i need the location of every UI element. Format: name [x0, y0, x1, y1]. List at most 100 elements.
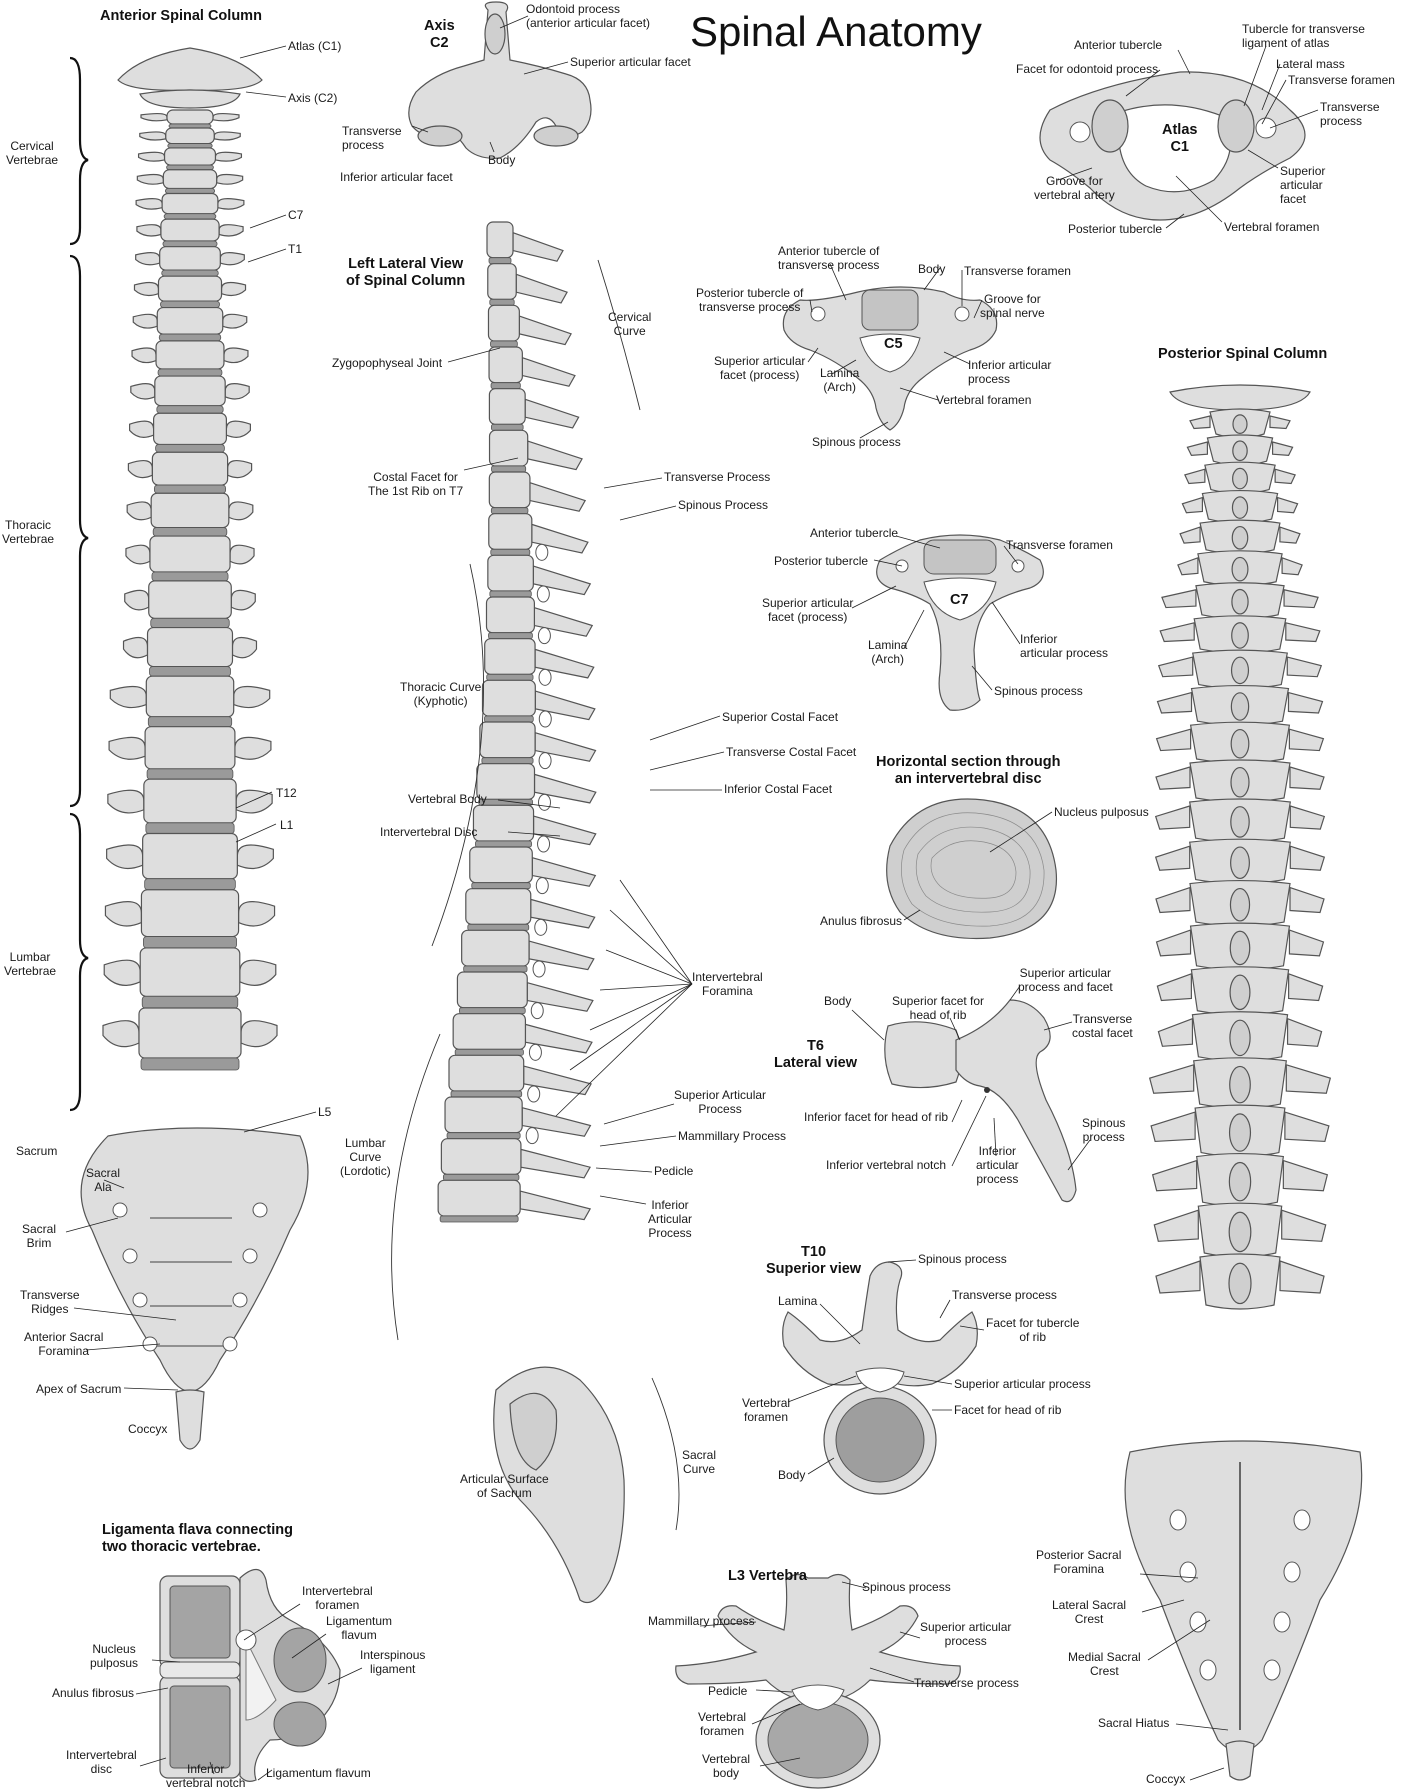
lateral-vertebral-body: [470, 847, 533, 883]
lateral-vertebral-body: [457, 972, 527, 1008]
lateral-vertebral-body: [483, 680, 536, 716]
posterior-left-process: [1151, 1112, 1195, 1141]
anterior-right-process: [226, 421, 250, 437]
label-t1: T1: [288, 242, 302, 256]
lateral-vertebral-body: [441, 1139, 521, 1175]
lateral-intervertebral-disc: [488, 633, 532, 639]
label-t10-transverse-process: Transverse process: [952, 1288, 1057, 1302]
posterior-spinous-process: [1232, 557, 1248, 580]
posterior-sacral-foramen: [1180, 1562, 1196, 1582]
label-c5-posterior-tubercle-tp: Posterior tubercle of transverse process: [696, 286, 803, 314]
anterior-sacral-foramen: [113, 1203, 127, 1217]
lateral-spinous-process: [522, 358, 575, 387]
cervical-brace: [70, 58, 88, 244]
posterior-right-process: [1286, 623, 1320, 642]
label-inferior-articular-process-lateral: Inferior Articular Process: [648, 1198, 692, 1240]
anterior-intervertebral-disc: [165, 188, 214, 193]
anterior-intervertebral-disc: [150, 667, 231, 677]
anterior-intervertebral-disc: [157, 406, 223, 413]
label-c7-superior-articular-facet: Superior articular facet (process): [762, 596, 853, 624]
anterior-sacral-foramen: [243, 1249, 257, 1263]
anterior-intervertebral-disc: [146, 823, 234, 834]
label-c5-vertebral-foramen: Vertebral foramen: [936, 393, 1031, 407]
label-t6-superior-facet-head-rib: Superior facet for head of rib: [892, 994, 984, 1022]
lateral-spinous-process: [525, 399, 578, 428]
anterior-intervertebral-disc: [151, 618, 230, 627]
anterior-right-process: [234, 686, 270, 707]
posterior-spinous-process: [1230, 931, 1249, 964]
label-transverse-ridges: Transverse Ridges: [20, 1288, 80, 1316]
posterior-left-process: [1187, 442, 1207, 455]
anterior-left-process: [103, 1021, 139, 1047]
anterior-sacral-foramen: [233, 1293, 247, 1307]
anterior-right-process: [225, 384, 249, 399]
posterior-spinous-process: [1230, 1066, 1251, 1102]
anterior-vertebral-body: [141, 890, 238, 937]
anterior-left-process: [105, 902, 141, 926]
anterior-intervertebral-disc: [147, 769, 233, 779]
posterior-left-process: [1156, 888, 1190, 913]
posterior-right-process: [1280, 1261, 1324, 1293]
anterior-intervertebral-disc: [143, 937, 236, 948]
anterior-right-process: [215, 152, 241, 161]
lateral-foramen: [539, 753, 551, 769]
anterior-right-process: [231, 590, 255, 609]
anterior-vertebral-body: [139, 1008, 241, 1058]
label-l3-mammillary-process: Mammillary process: [648, 1614, 755, 1628]
posterior-right-process: [1282, 1210, 1326, 1241]
label-t6-inferior-facet-head-rib: Inferior facet for head of rib: [804, 1110, 948, 1124]
anterior-left-process: [132, 348, 156, 363]
lateral-intervertebral-disc: [479, 799, 533, 805]
c5-vertebra-illustration: [783, 287, 996, 430]
posterior-right-process: [1290, 806, 1324, 829]
anterior-vertebral-body: [149, 581, 232, 618]
heading-l3: L3 Vertebra: [728, 1568, 807, 1585]
posterior-left-process: [1158, 693, 1192, 713]
lateral-intervertebral-disc: [455, 1049, 523, 1055]
lateral-intervertebral-disc: [485, 716, 534, 722]
lateral-vertebral-body: [485, 639, 535, 675]
anterior-vertebral-body: [165, 148, 216, 165]
posterior-left-process: [1157, 729, 1191, 750]
posterior-left-process: [1153, 1161, 1197, 1191]
label-lateral-sacral-crest: Lateral Sacral Crest: [1052, 1598, 1126, 1626]
thoracic-brace: [70, 256, 88, 806]
lateral-vertebral-body: [489, 472, 530, 508]
label-c7-anterior-tubercle: Anterior tubercle: [810, 526, 898, 540]
lateral-foramen: [536, 544, 548, 560]
label-c7: C7: [288, 208, 303, 222]
posterior-spinous-process: [1232, 623, 1249, 648]
heading-disc-section: Horizontal section through an interverte…: [876, 754, 1060, 788]
anterior-intervertebral-disc: [163, 241, 217, 247]
anterior-left-process: [134, 283, 158, 296]
label-anulus-fibrosus-disc: Anulus fibrosus: [820, 914, 902, 928]
anterior-axis: [140, 90, 240, 108]
label-l3-superior-articular-process: Superior articular process: [920, 1620, 1011, 1648]
label-c7-inferior-articular-process: Inferior articular process: [1020, 632, 1108, 660]
anterior-left-process: [110, 686, 146, 707]
label-l1: L1: [280, 818, 293, 832]
lateral-foramen: [533, 961, 545, 977]
anterior-left-process: [124, 637, 148, 657]
anterior-left-process: [141, 114, 167, 121]
lateral-foramen: [531, 1003, 543, 1019]
sacral-curve-arc: [652, 1378, 679, 1530]
lateral-vertebral-body: [438, 1180, 520, 1216]
anterior-right-process: [222, 283, 246, 296]
lateral-vertebral-body: [487, 222, 513, 258]
lateral-foramen: [529, 1044, 541, 1060]
label-coccyx-posterior: Coccyx: [1146, 1772, 1185, 1786]
label-c5-inferior-articular-process: Inferior articular process: [968, 358, 1051, 386]
label-t6-body: Body: [824, 994, 851, 1008]
anterior-left-process: [126, 545, 150, 564]
lateral-intervertebral-disc: [492, 466, 526, 472]
anterior-intervertebral-disc: [141, 1058, 239, 1070]
anterior-vertebral-body: [146, 676, 233, 717]
anterior-vertebral-body: [167, 110, 213, 124]
lumbar-curve-arc: [392, 1034, 440, 1340]
posterior-right-process: [1275, 469, 1295, 483]
lateral-vertebral-body: [466, 889, 531, 925]
label-t12: T12: [276, 786, 297, 800]
posterior-spinous-process: [1231, 807, 1249, 837]
